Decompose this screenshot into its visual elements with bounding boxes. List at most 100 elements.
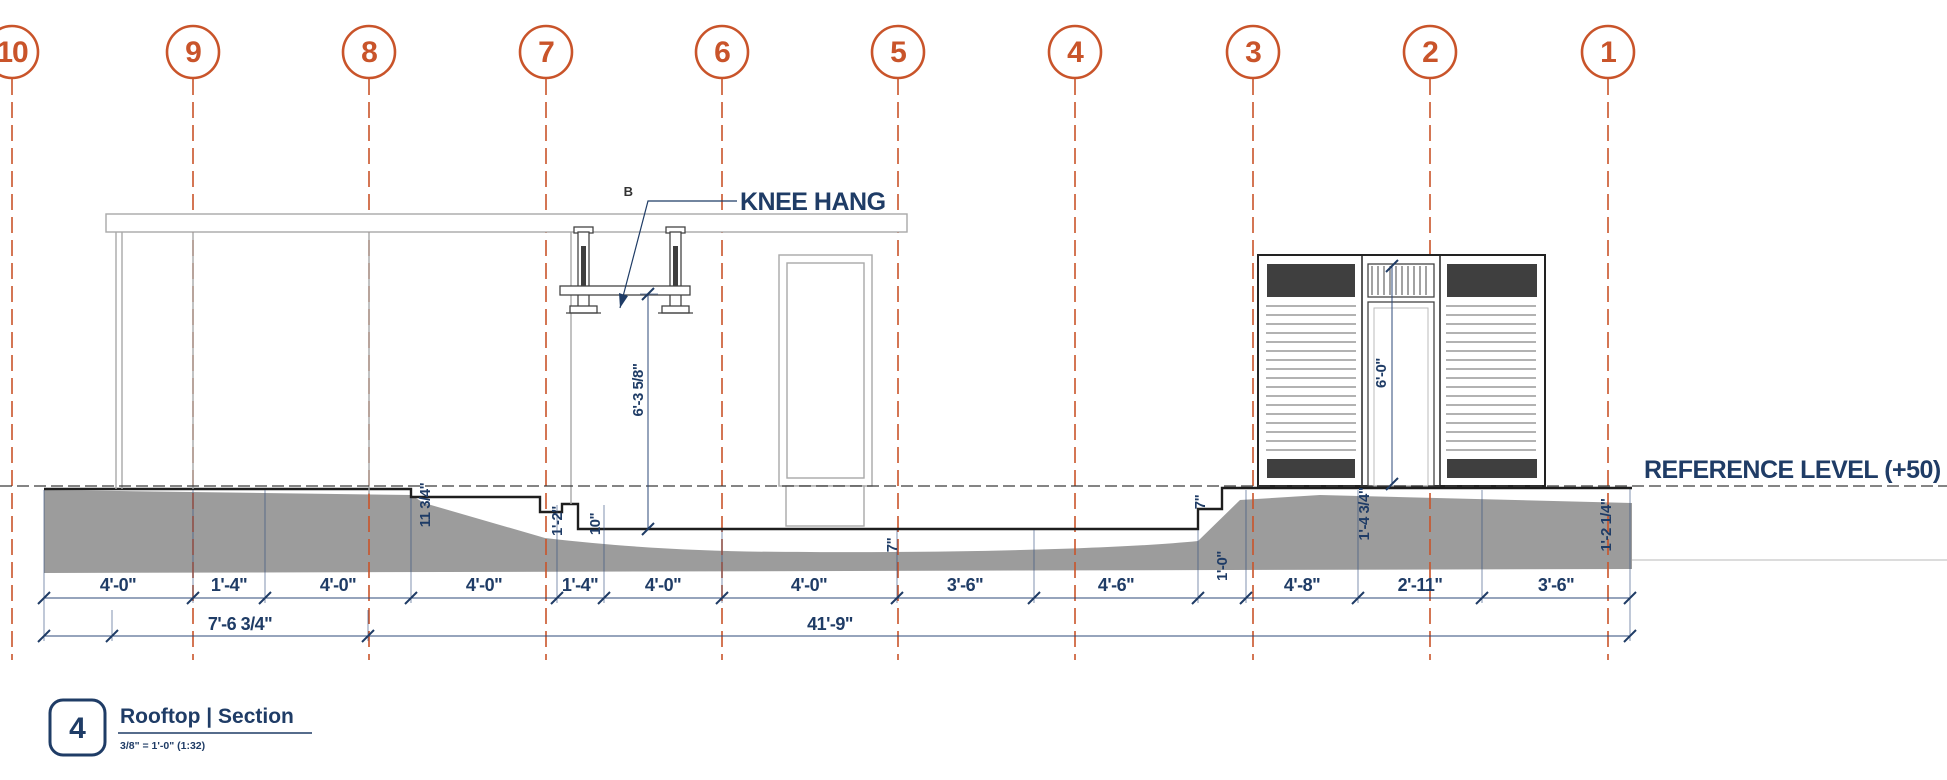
door-frame-inner [786, 262, 865, 479]
dim-ticks [641, 287, 655, 536]
mechanical-enclosure: 6'-0" [1257, 254, 1546, 491]
grid-number: 2 [1422, 36, 1438, 69]
vent-panel [1367, 263, 1435, 298]
grid-bubble [518, 24, 574, 80]
louvers-right [1446, 305, 1536, 451]
step-dim: 11 3/4" [417, 482, 434, 527]
rig-slot-left [581, 246, 586, 288]
reference-level: REFERENCE LEVEL (+50) [0, 456, 1947, 487]
grid-number: 9 [185, 36, 201, 69]
subtotal-dim: 7'-6 3/4" [208, 614, 272, 634]
view-number: 4 [69, 712, 86, 745]
overall-ticks [37, 629, 1637, 643]
grid-bubble [694, 24, 750, 80]
grid-number: 10 [0, 36, 28, 69]
chain-ticks [37, 591, 1637, 605]
view-title-block: 4 Rooftop | Section 3/8" = 1'-0" (1:32) [48, 698, 312, 757]
ground-terrain [44, 490, 1947, 573]
louvers-left [1266, 305, 1356, 451]
grid-10: 10 [0, 24, 40, 660]
grid-number: 6 [714, 36, 730, 69]
enclosure-height-dimension: 6'-0" [1373, 259, 1399, 491]
base-panel-left [1267, 459, 1355, 478]
grid-3: 3 [1225, 24, 1281, 660]
section-cut-line [44, 486, 1632, 531]
chain-dim: 3'-6" [947, 575, 983, 595]
view-number-badge [48, 698, 107, 757]
extension-lines [43, 489, 1631, 641]
chain-dim: 1'-4" [562, 575, 598, 595]
grid-8: 8 [341, 24, 397, 660]
grid-bubble [870, 24, 926, 80]
grid-number: 4 [1067, 36, 1084, 69]
reference-level-label: REFERENCE LEVEL (+50) [1644, 456, 1941, 484]
chain-dim: 4'-8" [1284, 575, 1320, 595]
door-plinth [785, 485, 865, 527]
grid-number: 5 [890, 36, 906, 69]
dim-label: 6'-3 5/8" [630, 363, 647, 416]
chain-dim: 4'-0" [100, 575, 136, 595]
structural-grids: 10 9 8 7 6 5 4 [0, 24, 1636, 660]
rig-foot-right [661, 305, 690, 314]
detail-tag: B [624, 184, 633, 199]
step-dim: 1'-2" [549, 506, 566, 536]
chain-dim: 4'-6" [1098, 575, 1134, 595]
vent-slats [1371, 266, 1427, 295]
knee-hang-label: KNEE HANG [740, 188, 886, 216]
chain-dim: 4'-0" [791, 575, 827, 595]
step-dim: 1'-2 1/4" [1598, 498, 1615, 551]
roof-beam [105, 213, 908, 233]
overall-dimension-row: 7'-6 3/4" 41'-9" [37, 614, 1637, 643]
grid-1: 1 [1580, 24, 1636, 660]
enclosure-mullions [1361, 255, 1441, 486]
leader-line [619, 200, 737, 309]
top-panel-right [1447, 264, 1537, 297]
view-title: Rooftop | Section [120, 705, 294, 728]
step-dim: 7" [1192, 494, 1209, 509]
grid-7: 7 [518, 24, 574, 660]
dim-label: 6'-0" [1373, 358, 1390, 388]
grid-number: 7 [538, 36, 554, 69]
knee-hang-callout: B KNEE HANG [619, 184, 886, 309]
chain-dim: 2'-11" [1398, 575, 1443, 595]
door-frame-outer [778, 254, 873, 487]
grid-number: 8 [361, 36, 377, 69]
dimension-chain: 4'-0" 1'-4" 4'-0" 4'-0" 1'-4" 4'-0" 4'-0… [37, 489, 1637, 641]
total-dim: 41'-9" [807, 614, 853, 634]
chain-dim: 4'-0" [645, 575, 681, 595]
glazed-door-frame [778, 254, 873, 527]
grid-bubble [0, 24, 40, 80]
base-panel-right [1447, 459, 1537, 478]
chain-dim: 1'-4" [211, 575, 247, 595]
grid-number: 1 [1600, 36, 1616, 69]
pavilion-posts [115, 232, 572, 504]
ground-fill [44, 490, 1632, 573]
grid-bubble [165, 24, 221, 80]
step-dim: 1'-4 3/4" [1356, 487, 1373, 540]
chain-dim-rotated: 1'-0" [1214, 551, 1231, 581]
chain-dim: 3'-6" [1538, 575, 1574, 595]
grid-4: 4 [1047, 24, 1103, 660]
grid-bubble [341, 24, 397, 80]
knee-hang-height-dimension: 6'-3 5/8" [630, 287, 658, 536]
enclosure-door [1367, 301, 1435, 487]
grid-bubble [1225, 24, 1281, 80]
top-panel-left [1267, 264, 1355, 297]
dim-ticks [1385, 259, 1399, 491]
leader-arrowhead-icon [619, 293, 628, 308]
step-annotations: 11 3/4" 1'-2" 10" 7" 7" 1'-4 3/4" 1'-2 1… [417, 482, 1615, 552]
grid-bubble [1580, 24, 1636, 80]
grid-number: 3 [1245, 36, 1261, 69]
chain-dim: 4'-0" [466, 575, 502, 595]
pavilion-structure [105, 213, 908, 527]
knee-hang-rig [559, 226, 693, 314]
grid-bubble [1047, 24, 1103, 80]
step-dim: 7" [884, 537, 901, 552]
grid-5: 5 [870, 24, 926, 660]
rig-slot-right [673, 246, 678, 288]
rig-foot-left [569, 305, 598, 314]
step-dim: 10" [587, 512, 604, 535]
grid-bubble [1402, 24, 1458, 80]
